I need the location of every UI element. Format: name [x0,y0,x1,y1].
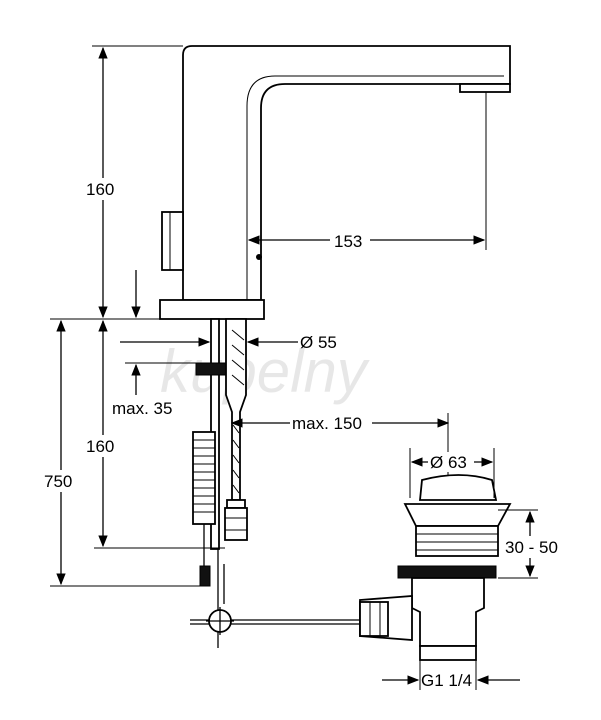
supply-assembly [192,318,248,648]
corrugated-hose-ribs [193,439,215,513]
dim-spout-height: 160 [86,180,114,199]
dim-total-height: 750 [44,472,72,491]
watermark-logo: kupelny [160,338,371,405]
dim-max-offset: max. 150 [292,414,362,433]
drain-rod [190,607,360,635]
dim-waste-diameter: Ø 63 [430,453,467,472]
dim-max-deck-thickness: max. 35 [112,399,172,418]
dim-hole-diameter: Ø 55 [300,333,337,352]
dim-thread: G1 1/4 [421,671,472,690]
dim-spout-reach: 153 [334,232,362,251]
dim-plug-range: 30 - 50 [505,538,558,557]
pop-up-waste [359,474,512,661]
braided-hose-pattern [231,329,245,494]
faucet-body [159,45,511,320]
dim-hose-length: 160 [86,437,114,456]
